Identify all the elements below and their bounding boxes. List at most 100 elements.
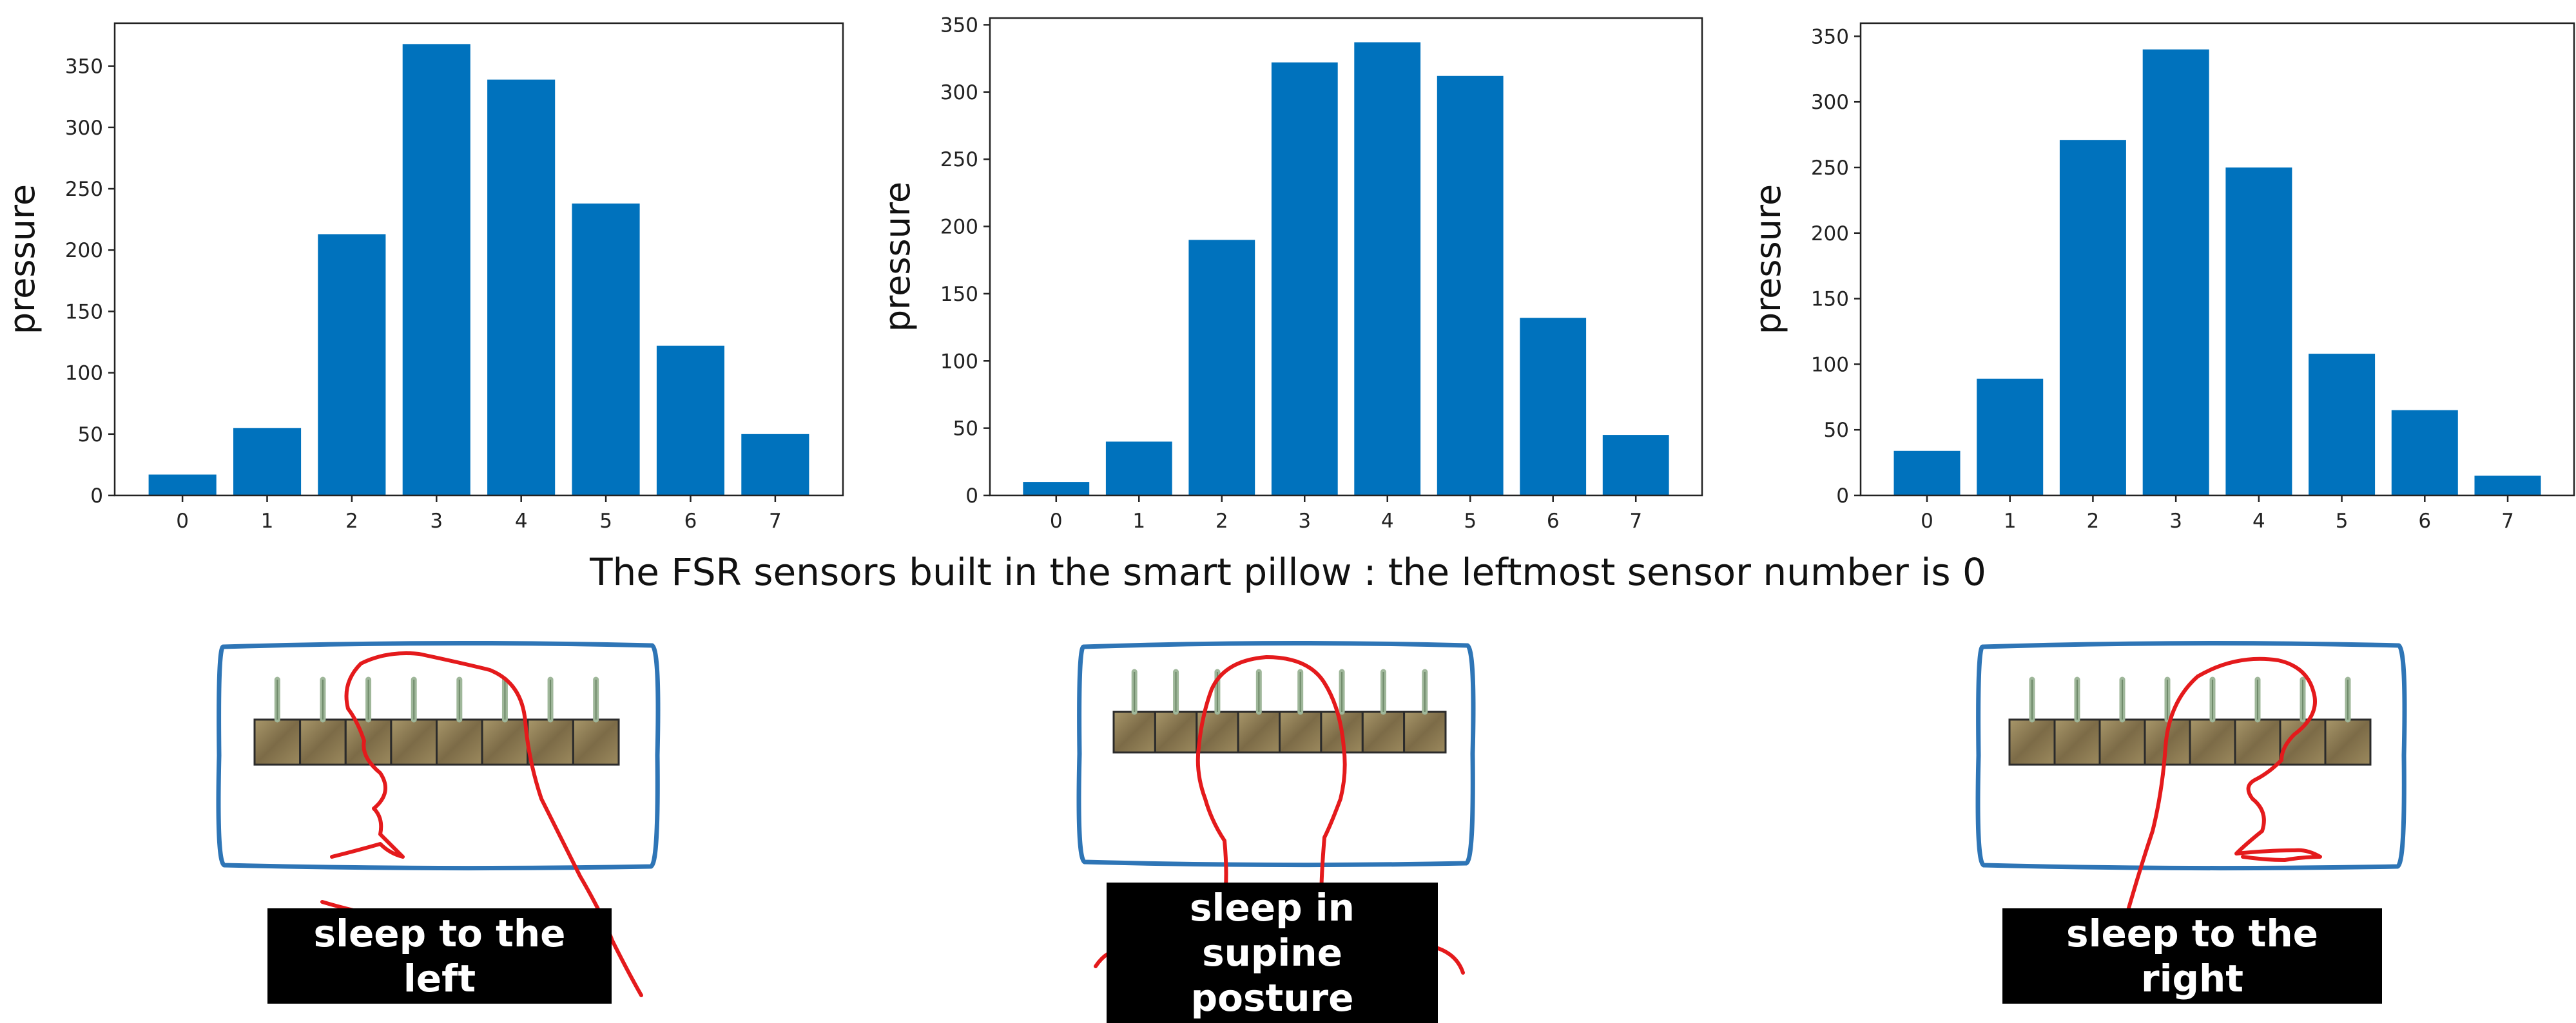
chart-2-ytick-label-100: 100 [1811,353,1849,376]
chart-2-xtick-label-6: 6 [2418,510,2431,533]
pillow-0-outline [216,640,661,871]
chart-2-xtick-label-1: 1 [2004,510,2017,533]
chart-2-ytick-label-200: 200 [1811,222,1849,245]
chart-1-bar-1 [1105,441,1172,495]
posture-label-supine-line-1: sleep in [1190,886,1355,930]
chart-0-bar-5 [572,203,640,495]
chart-1-bar-6 [1520,318,1587,495]
chart-0-xtick-label-0: 0 [176,510,189,533]
pillow-2-sensor-7 [2324,718,2372,766]
pillow-2-sensor-4 [2189,718,2236,766]
chart-2-ytick-label-250: 250 [1811,157,1849,180]
chart-0-xtick-label-1: 1 [261,510,274,533]
chart-1-bar-0 [1023,482,1090,495]
pillow-2-sensor-2 [2098,718,2146,766]
chart-0-bar-6 [656,345,724,495]
figure-caption: The FSR sensors built in the smart pillo… [590,550,1986,594]
posture-label-supine-line-2: supine posture [1190,931,1354,1020]
chart-1-xtick-label-4: 4 [1381,510,1394,533]
pillow-0-sensor-7 [572,718,620,766]
chart-0-bar-1 [233,428,302,495]
pillow-2-sensor-1 [2053,718,2101,766]
chart-1-ytick-label-50: 50 [953,417,978,441]
chart-2-bar-6 [2391,410,2458,495]
chart-0-bar-7 [741,434,809,495]
chart-2-ytick-label-350: 350 [1811,25,1849,48]
pillow-1-sensor-3 [1237,711,1281,754]
chart-1-xtick-label-2: 2 [1215,510,1228,533]
pillow-2-sensor-0 [2008,718,2056,766]
chart-0-ytick-label-200: 200 [65,239,103,262]
pillow-2-sensor-5 [2234,718,2281,766]
chart-1-xtick-label-6: 6 [1547,510,1560,533]
chart-0-ytick-label-0: 0 [90,484,103,508]
chart-2-bar-0 [1893,450,1961,495]
chart-0-xtick-label-4: 4 [515,510,528,533]
chart-2-xtick-label-2: 2 [2087,510,2100,533]
chart-1-bar-2 [1188,240,1255,495]
chart-0-bar-2 [318,234,386,495]
chart-2-xtick-label-0: 0 [1921,510,1933,533]
chart-2-bar-5 [2309,354,2376,495]
chart-1-ytick-label-150: 150 [940,283,978,306]
chart-2-ylabel: pressure [1748,184,1788,334]
chart-2-xtick-label-5: 5 [2336,510,2348,533]
pillow-1-sensor-6 [1361,711,1406,754]
chart-2-ytick-label-50: 50 [1824,419,1849,442]
pillow-2-head-outline [2099,656,2322,997]
pillow-1-sensor-0 [1112,711,1156,754]
posture-label-right: sleep to the right [2002,908,2382,1004]
posture-label-left: sleep to the left [267,908,612,1004]
chart-2-bar-4 [2225,167,2292,495]
chart-0-ytick-label-100: 100 [65,362,103,385]
pillow-1-sensor-1 [1154,711,1198,754]
pillow-1 [1076,640,1476,975]
pillow-1-head-outline [1094,655,1465,975]
chart-1-ytick-label-200: 200 [940,216,978,239]
chart-0-bar-0 [148,474,217,495]
chart-2-bar-1 [1977,378,2044,495]
chart-0-xtick-label-2: 2 [345,510,358,533]
chart-1-ytick-label-0: 0 [965,484,978,508]
chart-1-bar-5 [1437,75,1504,496]
pillow-0-sensor-4 [436,718,483,766]
pillow-0-sensor-5 [481,718,529,766]
pillow-0-sensor-3 [390,718,438,766]
chart-1-xtick-label-1: 1 [1132,510,1145,533]
chart-2-bar-2 [2059,140,2126,495]
chart-0-xtick-label-7: 7 [769,510,782,533]
chart-1-xtick-label-7: 7 [1629,510,1642,533]
chart-1-ytick-label-350: 350 [940,14,978,37]
chart-2-ytick-label-150: 150 [1811,288,1849,311]
chart-2-bar-3 [2142,49,2209,495]
chart-1-ytick-label-100: 100 [940,350,978,373]
pillow-0-sensor-6 [527,718,574,766]
chart-1-frame [989,17,1703,497]
chart-1-ylabel: pressure [877,182,918,332]
chart-2-ytick-label-300: 300 [1811,91,1849,114]
chart-0-bar-4 [487,79,556,496]
pillow-0-sensor-1 [299,718,347,766]
chart-0-ytick-label-150: 150 [65,300,103,323]
chart-0-ylabel: pressure [2,184,43,334]
chart-0-xtick-label-6: 6 [684,510,697,533]
chart-0-bar-3 [402,44,470,495]
chart-2-ytick-label-0: 0 [1836,484,1849,508]
chart-2-bar-7 [2474,475,2541,495]
pillow-1-sensor-4 [1279,711,1322,754]
chart-0-ytick-label-350: 350 [65,55,103,79]
chart-1-ytick-label-250: 250 [940,148,978,171]
chart-0-xtick-label-5: 5 [599,510,612,533]
chart-2-xtick-label-7: 7 [2501,510,2514,533]
chart-1-ytick-label-300: 300 [940,81,978,104]
posture-label-supine: sleep in supine posture [1107,883,1438,1023]
chart-1-bar-4 [1354,42,1421,496]
pillow-1-sensor-7 [1403,711,1447,754]
pillow-0-sensor-0 [253,718,302,766]
chart-2-xtick-label-3: 3 [2169,510,2182,533]
